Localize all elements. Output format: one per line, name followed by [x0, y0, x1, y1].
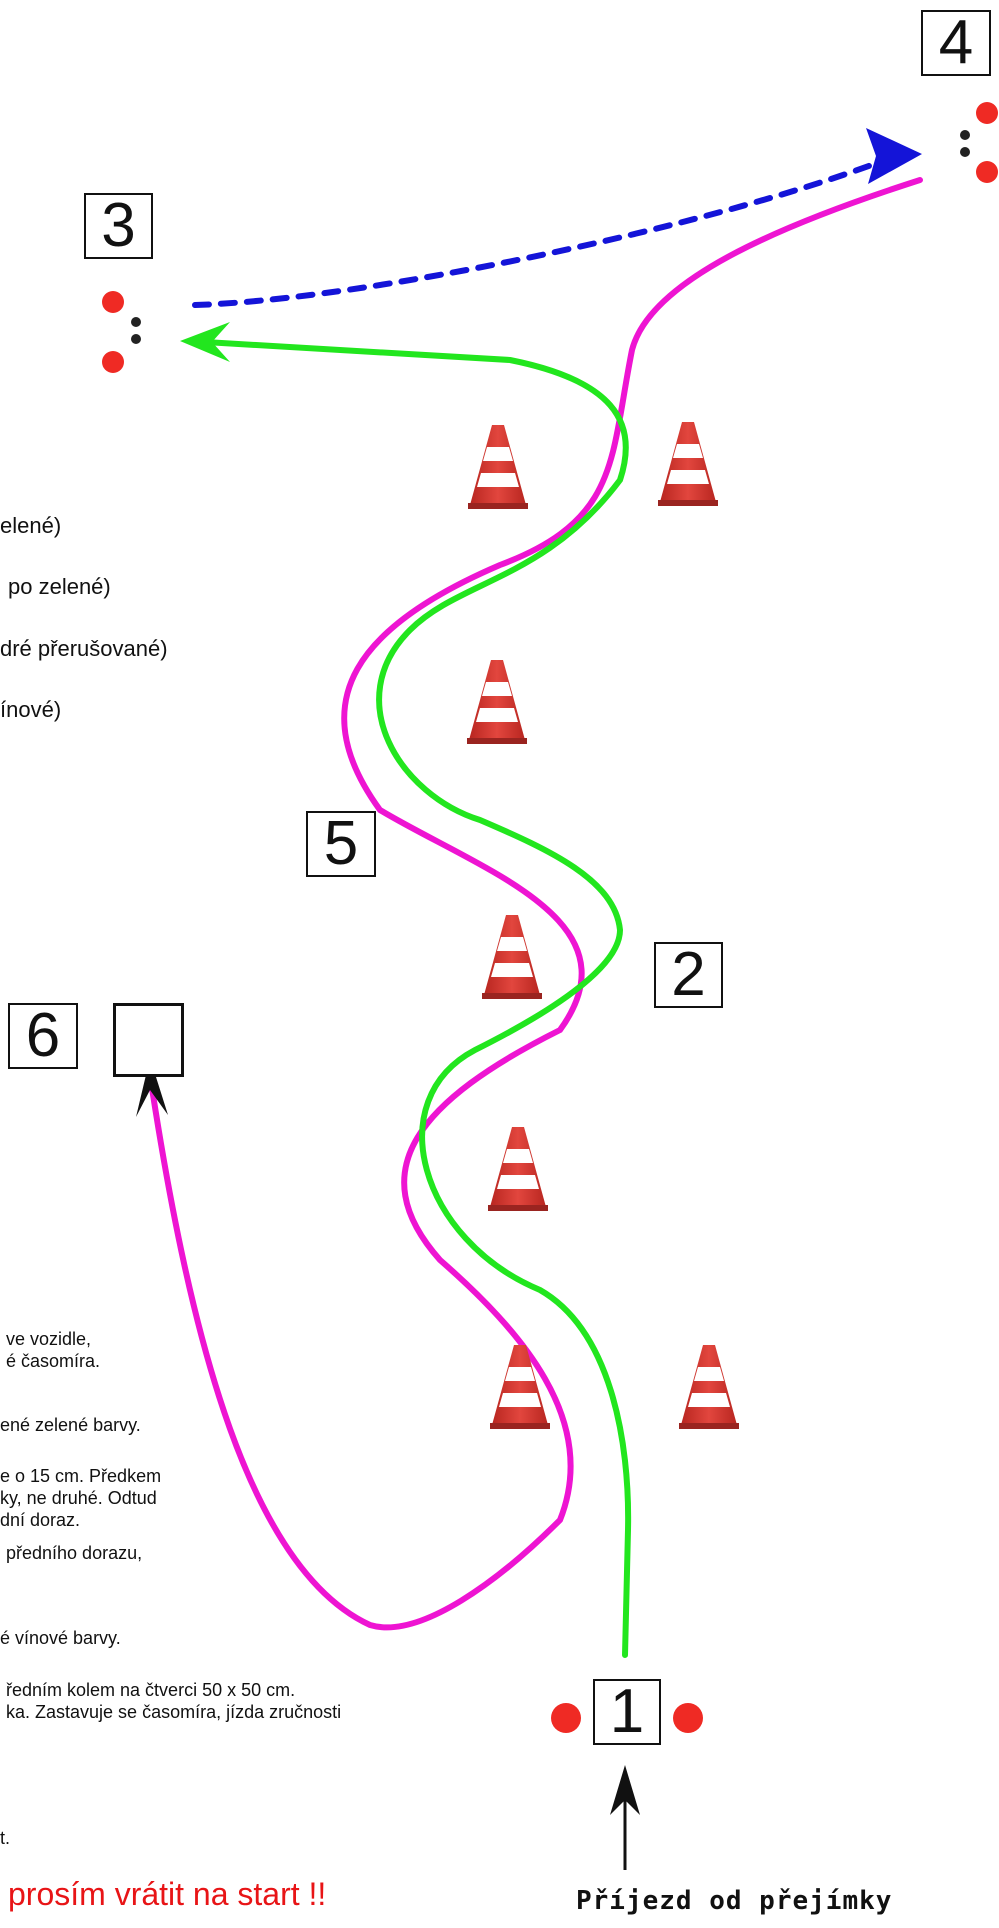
dark-dot-marker-icon: [960, 147, 970, 157]
dark-dot-marker-icon: [131, 334, 141, 344]
finish-square: [113, 1003, 184, 1077]
dark-dot-marker-icon: [960, 130, 970, 140]
station-5-box: 5: [306, 811, 376, 877]
legend-item-3: dré přerušované): [0, 636, 168, 661]
red-dot-marker-icon: [976, 102, 998, 124]
note-2: ené zelené barvy.: [0, 1415, 141, 1435]
red-dot-marker-icon: [976, 161, 998, 183]
green-route: [202, 339, 632, 1658]
red-dot-marker-icon: [102, 351, 124, 373]
note-6: ředním kolem na čtverci 50 x 50 cm. ka. …: [6, 1680, 342, 1722]
note-3: e o 15 cm. Předkem ky, ne druhé. Odtud d…: [0, 1466, 162, 1530]
return-to-start-warning: prosím vrátit na start !!: [8, 1876, 327, 1912]
legend-item-4: ínové): [0, 697, 62, 722]
station-3-box: 3: [84, 193, 153, 259]
red-dot-marker-icon: [673, 1703, 703, 1733]
dark-dot-marker-icon: [131, 317, 141, 327]
legend-item-2: po zelené): [8, 574, 111, 599]
note-1: ve vozidle, é časomíra.: [6, 1329, 101, 1371]
traffic-cone-icon: [658, 422, 718, 506]
arrival-label: Příjezd od přejímky: [576, 1886, 893, 1916]
arrival-arrowhead: [610, 1765, 640, 1815]
traffic-cone-icon: [468, 425, 528, 509]
traffic-cone-icon: [488, 1127, 548, 1211]
magenta-route: [147, 177, 923, 1631]
note-7: t.: [0, 1828, 11, 1848]
station-1-box: 1: [593, 1679, 661, 1745]
station-4-box: 4: [921, 10, 991, 76]
station-2-box: 2: [654, 942, 723, 1008]
blue-arrowhead: [866, 128, 922, 184]
magenta-arrowhead: [136, 1058, 168, 1117]
station-6-box: 6: [8, 1003, 78, 1069]
red-dot-marker-icon: [102, 291, 124, 313]
traffic-cone-icon: [679, 1345, 739, 1429]
traffic-cone-icon: [482, 915, 542, 999]
red-dot-marker-icon: [551, 1703, 581, 1733]
legend-item-1: elené): [0, 513, 62, 538]
note-5: é vínové barvy.: [0, 1628, 121, 1648]
traffic-cone-icon: [490, 1345, 550, 1429]
note-4: předního dorazu,: [6, 1543, 143, 1563]
traffic-cone-icon: [467, 660, 527, 744]
green-arrowhead: [180, 322, 230, 362]
blue-dashed-route: [192, 157, 888, 308]
